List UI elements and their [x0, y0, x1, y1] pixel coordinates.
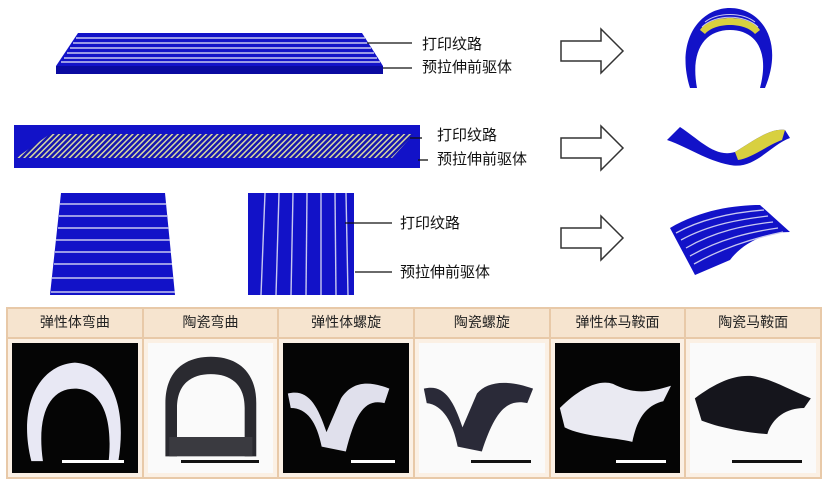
column-elastomer-saddle: 弹性体马鞍面	[550, 309, 687, 477]
scale-bar	[732, 460, 803, 463]
column-ceramic-bend: 陶瓷弯曲	[143, 309, 280, 477]
result-saddle-shape	[670, 205, 790, 275]
photo-elastomer-saddle	[554, 343, 681, 473]
arrow-right-icon	[560, 125, 624, 171]
scale-bar	[351, 460, 396, 463]
label-prestretched-precursor: 预拉伸前驱体	[400, 263, 491, 281]
column-elastomer-bend: 弹性体弯曲	[8, 309, 144, 477]
arrow-right-icon	[560, 28, 624, 74]
photo-elastomer-helix	[283, 343, 410, 473]
label-prestretched-precursor: 预拉伸前驱体	[422, 58, 513, 76]
photo-ceramic-saddle	[690, 343, 817, 473]
scale-bar	[616, 460, 667, 463]
scale-bar	[470, 460, 531, 463]
label-print-pattern: 打印纹路	[400, 214, 461, 232]
column-header: 弹性体弯曲	[8, 309, 142, 339]
photo-elastomer-bend	[12, 343, 138, 473]
arrow-right-icon	[560, 215, 624, 261]
column-header: 弹性体马鞍面	[550, 309, 685, 339]
scale-bar	[181, 460, 260, 463]
row3-square-horizontal	[50, 193, 175, 295]
row2-precursor-strip	[14, 125, 428, 168]
results-table: 弹性体弯曲 陶瓷弯曲 弹性体螺旋 陶瓷螺旋 弹性体马鞍面 陶	[6, 307, 822, 479]
row1-precursor-strip	[56, 33, 412, 74]
photo-ceramic-helix	[419, 343, 545, 473]
column-ceramic-saddle: 陶瓷马鞍面	[686, 309, 821, 477]
column-header: 陶瓷螺旋	[415, 309, 549, 339]
photo-ceramic-bend	[147, 343, 274, 473]
scale-bar	[61, 460, 124, 463]
column-elastomer-helix: 弹性体螺旋	[279, 309, 416, 477]
column-header: 陶瓷弯曲	[143, 309, 278, 339]
result-arch-shape	[685, 8, 773, 88]
result-helix-shape	[667, 127, 790, 166]
column-header: 弹性体螺旋	[279, 309, 414, 339]
label-print-pattern: 打印纹路	[437, 126, 498, 144]
label-print-pattern: 打印纹路	[422, 35, 483, 53]
schematic	[14, 8, 790, 296]
label-prestretched-precursor: 预拉伸前驱体	[437, 150, 528, 168]
column-header: 陶瓷马鞍面	[686, 309, 821, 339]
column-ceramic-helix: 陶瓷螺旋	[415, 309, 551, 477]
row3-square-vertical	[248, 192, 392, 296]
